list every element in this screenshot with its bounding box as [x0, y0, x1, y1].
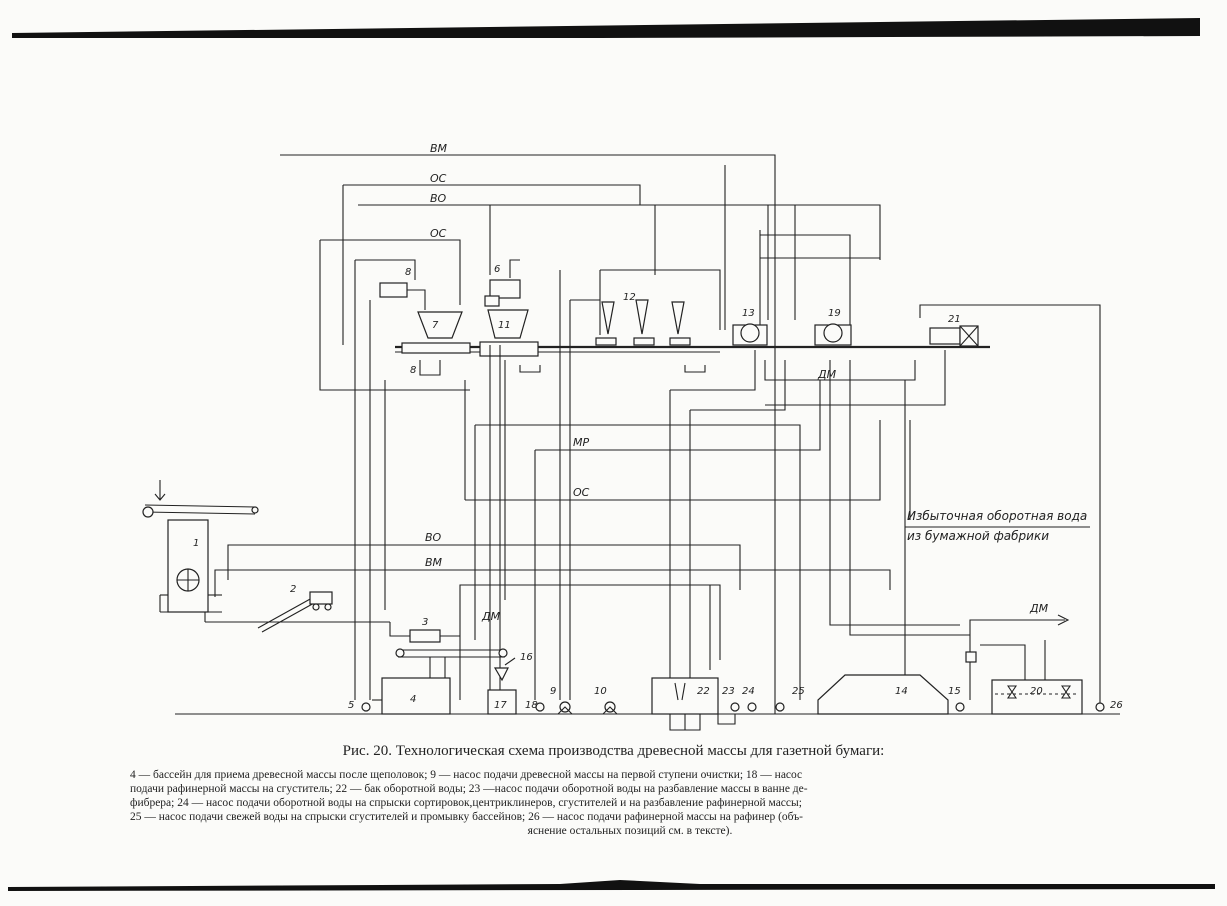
svg-text:16: 16: [520, 652, 533, 663]
legend-line: яснение остальных позиций см. в тексте).: [527, 825, 733, 837]
unit-19: 19: [814, 308, 852, 346]
label-vm-top: ВМ: [430, 142, 448, 155]
unit-8: 8: [379, 267, 426, 310]
figure-caption: Рис. 20. Технологическая схема производс…: [342, 743, 885, 759]
label-os-1: ОС: [430, 172, 447, 185]
svg-text:12: 12: [623, 292, 636, 303]
unit-21: 21: [765, 304, 1101, 705]
legend-line: 25 — насос подачи свежей воды на спрыски…: [130, 811, 804, 823]
svg-text:7: 7: [432, 320, 439, 331]
main-lines: [280, 154, 881, 714]
svg-text:18: 18: [525, 700, 538, 711]
label-os-3: ОС: [573, 486, 590, 499]
svg-text:20: 20: [1030, 686, 1043, 697]
svg-text:11: 11: [498, 320, 511, 331]
svg-text:14: 14: [895, 686, 908, 697]
svg-text:24: 24: [742, 686, 755, 697]
unit-16: 16: [493, 652, 533, 682]
svg-text:6: 6: [494, 264, 500, 275]
label-os-2: ОС: [430, 227, 447, 240]
svg-text:26: 26: [1110, 700, 1123, 711]
page-edge-top: [12, 18, 1200, 38]
unit-20: 20 26: [965, 640, 1123, 715]
legend-line: подачи рафинерной массы на сгуститель; 2…: [130, 783, 808, 795]
svg-text:19: 19: [828, 308, 841, 319]
vertical-risers: [369, 270, 970, 700]
unit-14: 14 15: [817, 674, 965, 715]
label-vo-low: ВО: [425, 531, 442, 544]
unit-3: 3: [389, 617, 508, 678]
dm-out-line: [969, 614, 1070, 652]
page-edge-bottom: [8, 880, 1215, 891]
excess-water-note-line-2: из бумажной фабрики: [907, 529, 1049, 543]
excess-water-note-line-1: Избыточная оборотная вода: [907, 509, 1087, 523]
svg-text:17: 17: [494, 700, 507, 711]
pump-10: 10: [594, 686, 618, 715]
figure-legend: 4 — бассейн для приема древесной массы п…: [130, 768, 1130, 838]
unit-1: 1: [142, 480, 259, 613]
unit-17: 17 18: [487, 689, 545, 715]
svg-text:8: 8: [405, 267, 411, 278]
svg-text:1: 1: [193, 538, 199, 549]
legend-line: 4 — бассейн для приема древесной массы п…: [130, 769, 803, 781]
label-dm-low: ДМ: [481, 610, 501, 623]
label-vm-low: ВМ: [425, 556, 443, 569]
low-stream-lines: [214, 544, 891, 700]
svg-text:5: 5: [348, 700, 354, 711]
legend-line: фибрера; 24 — насос подачи оборотной вод…: [130, 797, 802, 809]
unit-6: 6: [484, 259, 521, 307]
svg-text:15: 15: [948, 686, 961, 697]
svg-text:22: 22: [697, 686, 710, 697]
label-dm-mid: ДМ: [817, 368, 837, 381]
svg-text:8: 8: [410, 365, 416, 376]
svg-text:23: 23: [722, 686, 735, 697]
unit-4: 4 5: [348, 677, 451, 715]
svg-text:3: 3: [422, 617, 428, 628]
unit-2: 2: [204, 584, 390, 633]
label-dm-out: ДМ: [1029, 602, 1049, 615]
unit-13: 13: [732, 308, 768, 346]
svg-text:21: 21: [948, 314, 961, 325]
svg-text:2: 2: [290, 584, 296, 595]
svg-text:4: 4: [410, 694, 416, 705]
svg-text:13: 13: [742, 308, 755, 319]
svg-text:10: 10: [594, 686, 607, 697]
svg-text:25: 25: [792, 686, 805, 697]
unit-12: 12: [595, 269, 721, 373]
label-vo-1: ВО: [430, 192, 447, 205]
unit-8-screen: 8: [401, 342, 471, 376]
unit-11: 11: [479, 309, 541, 373]
svg-text:9: 9: [550, 686, 556, 697]
unit-22: 22 23 24: [651, 677, 757, 731]
pump-9: 9: [550, 686, 573, 715]
label-mr: МР: [573, 436, 589, 449]
unit-7: 7: [417, 311, 463, 339]
pump-25: 25: [775, 686, 805, 712]
